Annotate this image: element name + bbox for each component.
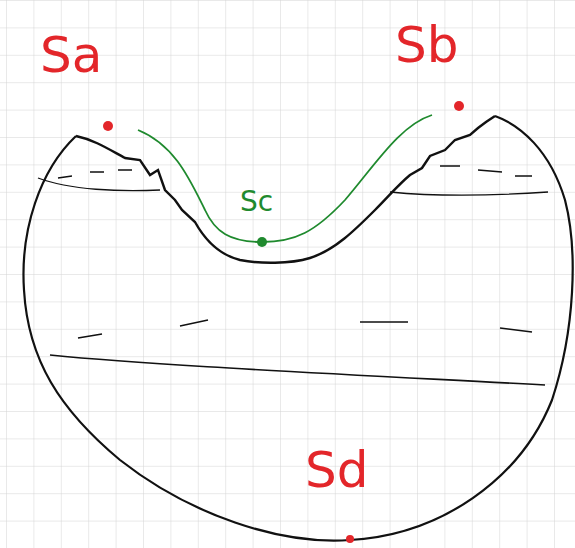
contour-dash	[440, 166, 532, 176]
contour-dash	[58, 170, 132, 178]
state-label: Sc	[240, 188, 273, 216]
surface-top-edge	[76, 116, 495, 263]
state-point	[346, 535, 354, 543]
contour-line	[38, 178, 160, 191]
state-point	[454, 101, 464, 111]
surface-outline	[23, 116, 572, 541]
contour-line	[390, 192, 548, 195]
contour-line	[50, 355, 545, 385]
contour-dash	[78, 320, 532, 338]
state-point	[257, 237, 267, 247]
state-point	[103, 121, 113, 131]
state-label: Sb	[395, 20, 458, 70]
state-label: Sd	[305, 445, 368, 495]
reaction-path	[138, 115, 432, 242]
state-label: Sa	[40, 30, 102, 80]
